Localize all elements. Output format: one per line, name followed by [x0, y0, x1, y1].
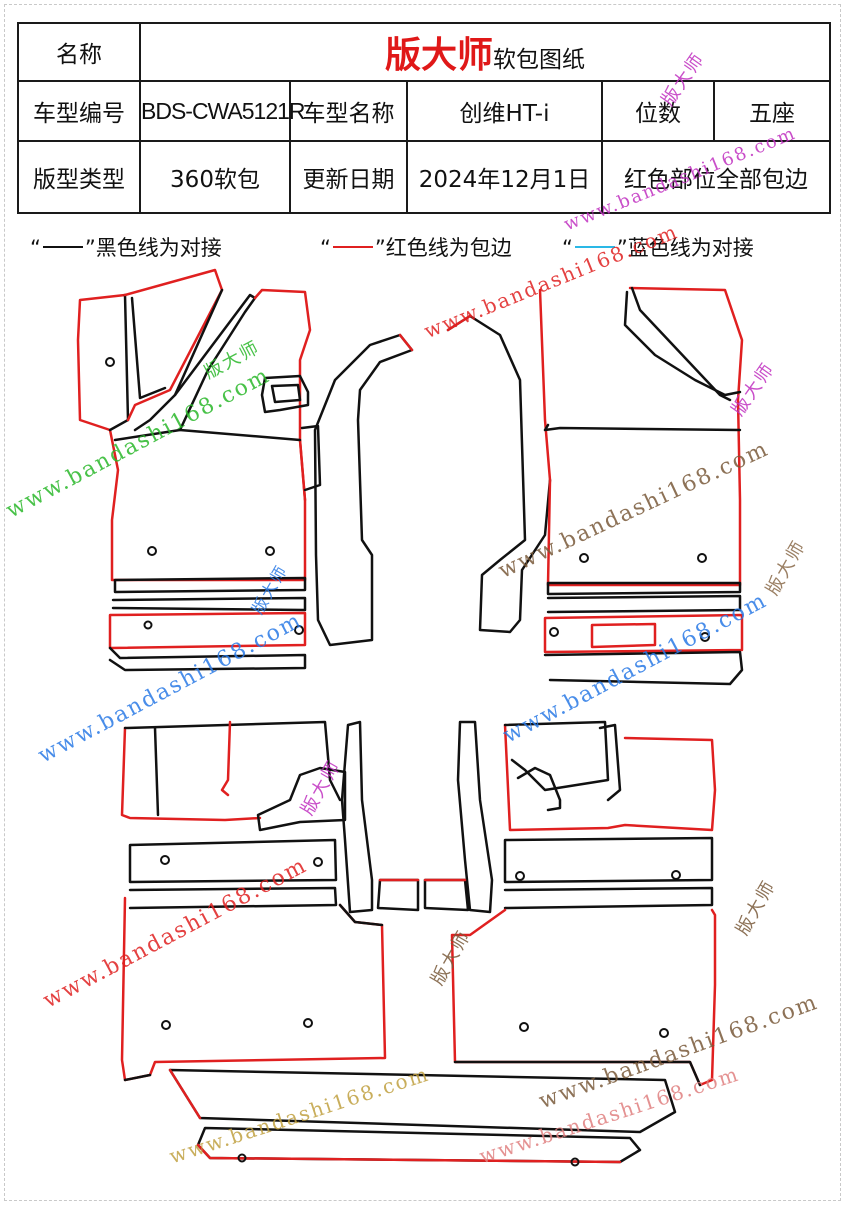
model-name-label: 车型名称 [289, 80, 408, 142]
pattern-type: 360软包 [139, 140, 291, 214]
piece-front-right-floor [446, 286, 744, 686]
legend-swatch-red [332, 246, 373, 248]
model-name: 创维HT-i [406, 80, 603, 142]
update-date: 2024年12月1日 [406, 140, 603, 214]
doc-type: 软包图纸 [493, 47, 586, 73]
edge-note: 红色部位全部包边 [600, 140, 832, 214]
legend-quote: “ [30, 236, 41, 260]
legend-black: “ ”黑色线为对接 [30, 232, 222, 262]
legend-swatch-blue [574, 246, 615, 248]
title-cell: 版大师软包图纸 [138, 22, 832, 82]
legend-text-black: 黑色线为对接 [95, 236, 222, 260]
piece-front-left-floor [76, 268, 312, 672]
seats-label: 位数 [601, 80, 715, 142]
piece-center-tunnel [340, 720, 494, 914]
legend-text-red: 红色线为包边 [385, 236, 512, 260]
piece-rear-strips [168, 1068, 677, 1167]
model-code: BDS-CWA5121R [139, 80, 306, 142]
legend-quote: ” [374, 236, 386, 260]
legend-swatch-black [42, 246, 83, 248]
line-legend: “”黑色线为对接 “”红色线为包边 “”蓝色线为对接 [30, 232, 820, 262]
piece-rear-left-floor [120, 720, 387, 1082]
legend-blue: “ ”蓝色线为对接 [562, 232, 754, 262]
info-table: 名称 版大师软包图纸 车型编号 BDS-CWA5121R 车型名称 创维HT-i… [17, 22, 832, 214]
page-frame [4, 4, 841, 1201]
legend-quote: “ [320, 236, 331, 260]
legend-red: “ ”红色线为包边 [320, 232, 512, 262]
model-code-label: 车型编号 [17, 80, 141, 142]
legend-text-blue: 蓝色线为对接 [627, 236, 754, 260]
update-label: 更新日期 [289, 140, 408, 214]
piece-rear-right-floor [450, 720, 717, 1087]
brand-title: 版大师 [385, 35, 494, 76]
piece-left-sill [260, 333, 414, 647]
legend-quote: “ [562, 236, 573, 260]
pattern-type-label: 版型类型 [17, 140, 141, 214]
legend-quote: ” [84, 236, 96, 260]
name-label: 名称 [17, 22, 141, 82]
seats-value: 五座 [712, 80, 832, 142]
legend-quote: ” [616, 236, 628, 260]
